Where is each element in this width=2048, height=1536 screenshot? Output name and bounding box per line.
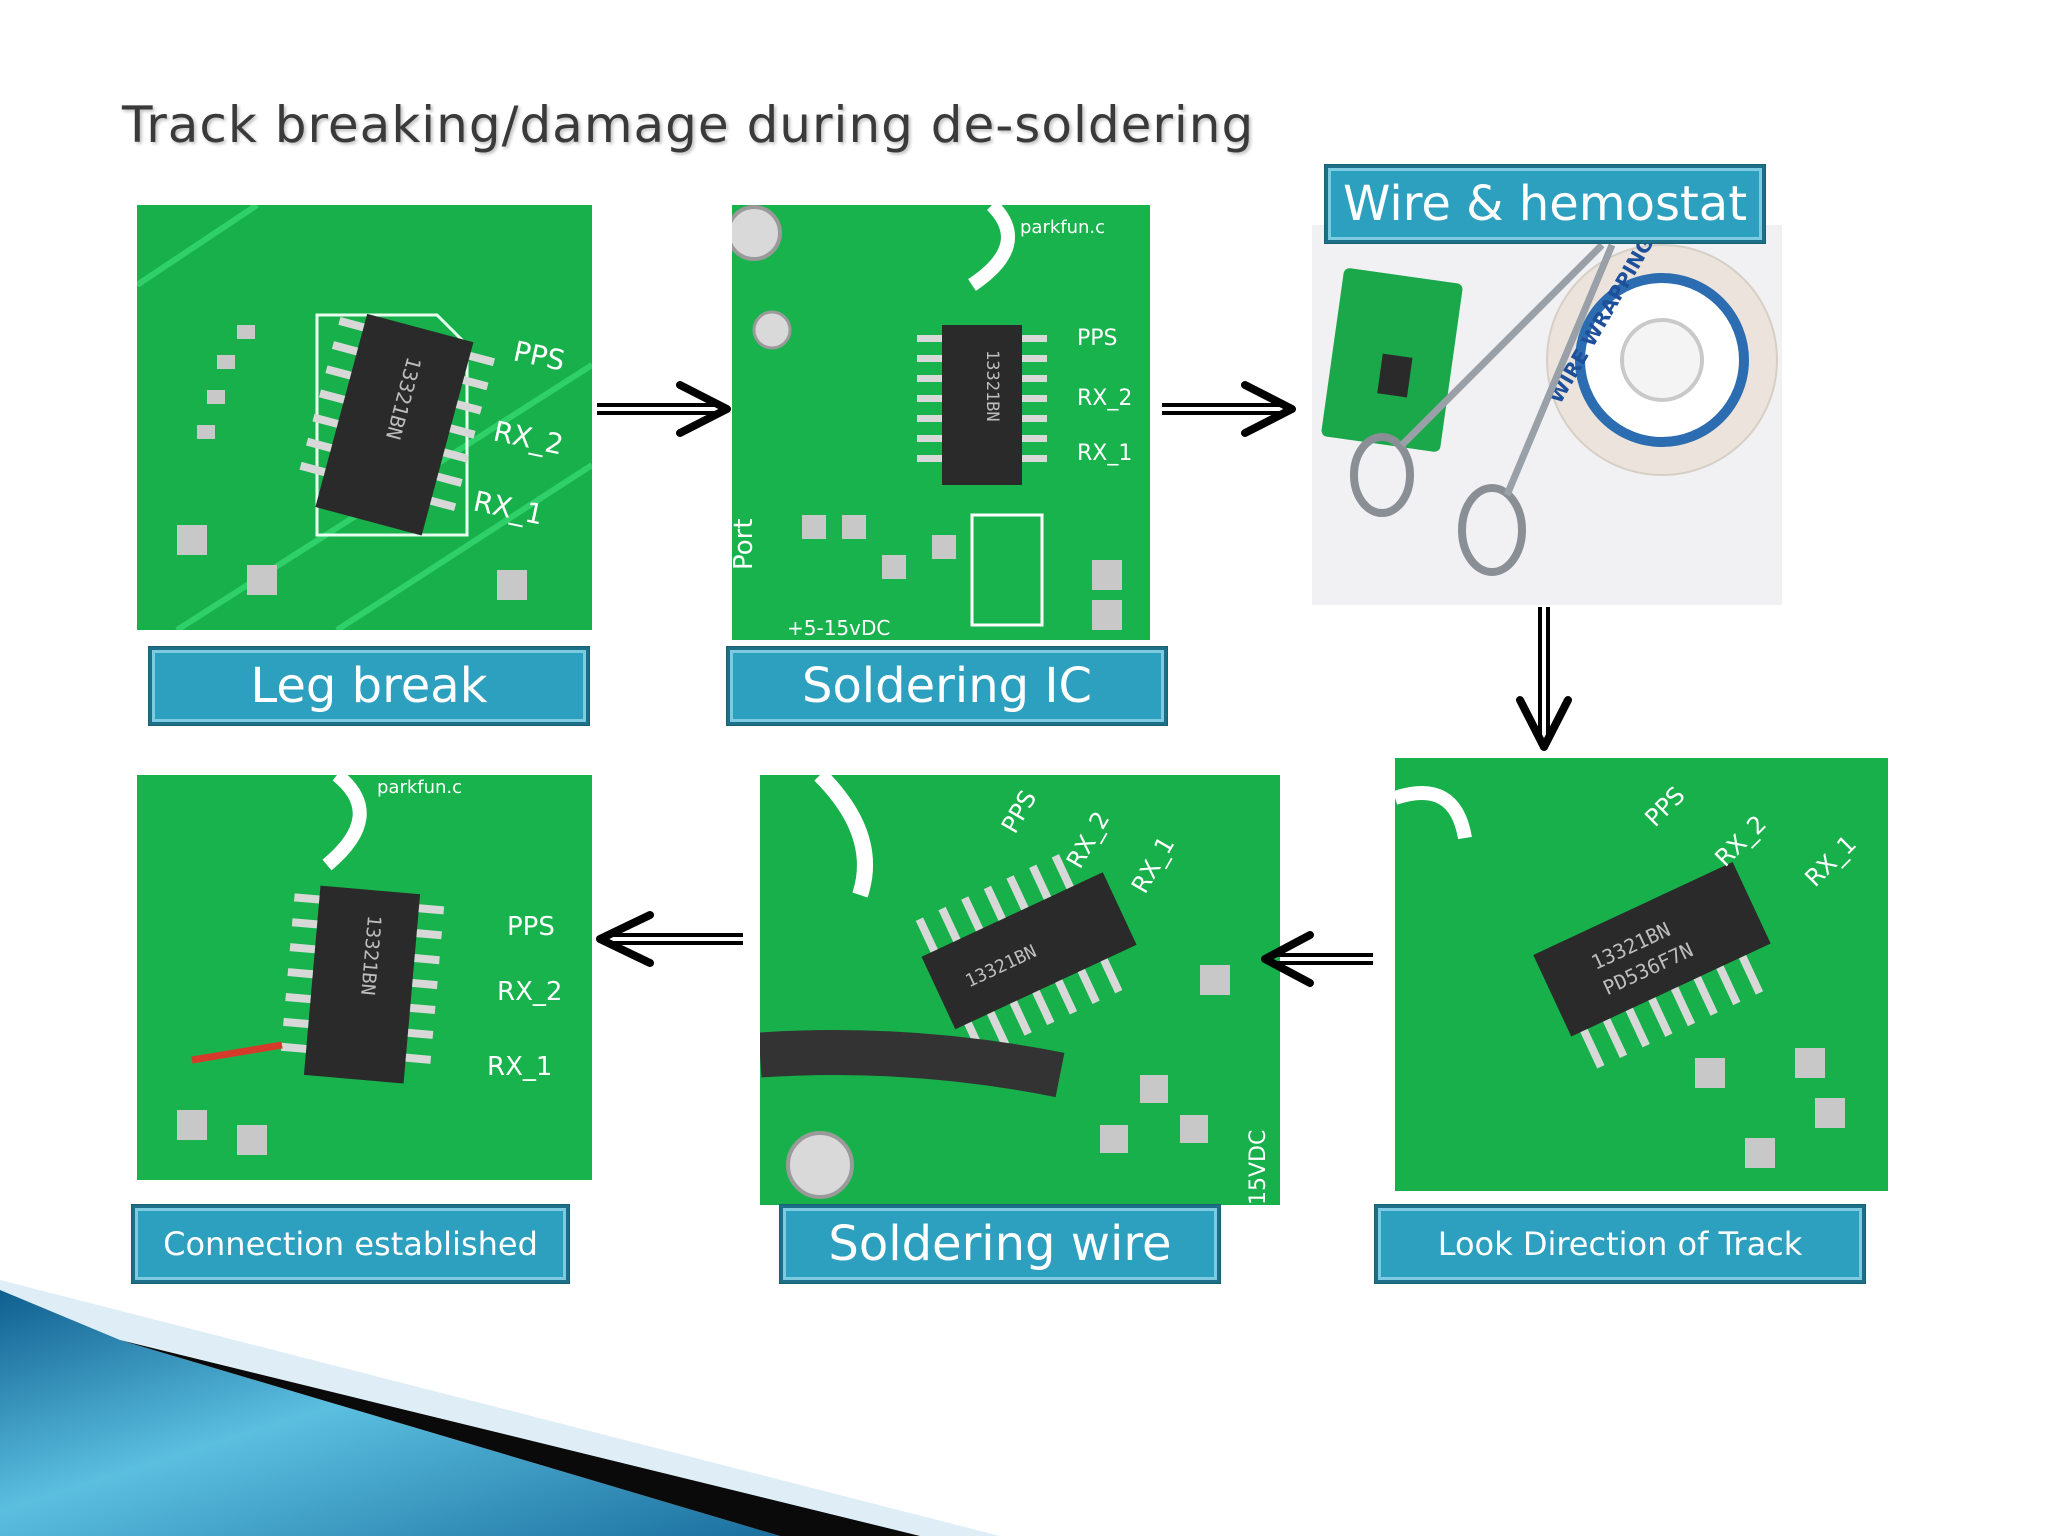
leg-break-photo: 13321BN PPS RX_2 RX_1 xyxy=(137,205,592,630)
soldering-wire-label: Soldering wire xyxy=(780,1205,1220,1283)
look-direction-photo: 13321BN PD536F7N PPS RX_2 RX_1 xyxy=(1395,758,1888,1191)
pcb-label-rx1: RX_1 xyxy=(1077,441,1132,466)
arrow-left-icon xyxy=(596,911,743,967)
pcb-label-pps: PPS xyxy=(507,912,555,942)
pcb-label-pps: PPS xyxy=(1077,326,1118,351)
slide-title: Track breaking/damage during de-solderin… xyxy=(122,96,1255,154)
arrow-right-icon xyxy=(1162,381,1296,437)
connection-established-label: Connection established xyxy=(132,1205,569,1283)
soldering-ic-photo: parkfun.c 13321BN PPS RX_2 RX_1 Port +5-… xyxy=(732,205,1150,640)
arrow-down-icon xyxy=(1516,607,1572,751)
pcb-brand: parkfun.c xyxy=(1020,217,1105,238)
arrow-right-icon xyxy=(597,381,731,437)
connection-established-photo: parkfun.c 13321BN PPS RX_2 RX_1 xyxy=(137,775,592,1180)
pcb-label-rx2: RX_2 xyxy=(1077,386,1132,411)
pcb-label-port: Port xyxy=(732,518,759,570)
arrow-left-icon xyxy=(1261,931,1373,987)
pcb-brand: parkfun.c xyxy=(377,777,462,798)
leg-break-label: Leg break xyxy=(149,647,589,725)
pcb-label-rx2: RX_2 xyxy=(497,977,562,1007)
look-direction-label: Look Direction of Track xyxy=(1375,1205,1865,1283)
chip-marking: 13321BN xyxy=(982,350,1002,422)
pcb-label-voltage: +5-15vDC xyxy=(787,616,890,640)
wire-hemostat-label: Wire & hemostat xyxy=(1325,165,1765,243)
soldering-ic-label: Soldering IC xyxy=(727,647,1167,725)
pcb-label-voltage-short: 15VDC xyxy=(1246,1130,1271,1205)
wire-hemostat-photo: WIRE WRAPPING WIRE xyxy=(1312,225,1782,605)
pcb-label-rx1: RX_1 xyxy=(487,1052,552,1082)
soldering-wire-photo: 13321BN PPS RX_2 RX_1 15VDC xyxy=(760,775,1280,1205)
decorative-corner xyxy=(0,1280,1000,1536)
